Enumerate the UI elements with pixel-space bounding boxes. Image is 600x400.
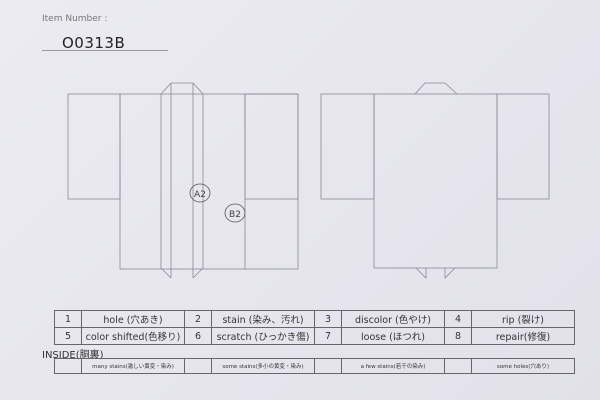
inside-checkbox-cell (314, 358, 342, 374)
legend-num: 8 (444, 327, 472, 345)
item-number-value: O0313B (62, 34, 126, 52)
legend-label: color shifted(色移り) (81, 327, 185, 345)
legend-num: 2 (184, 310, 212, 328)
inside-option-label: some holes(穴あり) (471, 358, 575, 374)
legend-num: 6 (184, 327, 212, 345)
annotation-circle-a2 (189, 183, 211, 203)
inside-checkbox-cell (184, 358, 212, 374)
legend-label: rip (裂け) (471, 310, 575, 328)
damage-legend-table: 1 hole (穴あき) 2 stain (染み、汚れ) 3 discolor … (54, 310, 575, 345)
inside-checkbox-cell (54, 358, 82, 374)
front-collar-top (160, 82, 204, 95)
inside-row: many stains(激しい黄変・染み) some stains(多小の黄変・… (54, 358, 575, 374)
back-left-sleeve (320, 93, 375, 200)
back-right-sleeve (496, 93, 550, 200)
legend-num: 3 (314, 310, 342, 328)
back-hem-tab-right (444, 267, 456, 279)
front-right-sleeve (244, 93, 299, 200)
item-number-underline (42, 50, 168, 51)
legend-num: 4 (444, 310, 472, 328)
annotation-a2: A2 (194, 190, 206, 200)
inside-section-title: INSIDE(胴裏) (42, 350, 104, 361)
back-collar (414, 82, 458, 95)
front-left-sleeve (67, 93, 121, 200)
legend-num: 1 (54, 310, 82, 328)
legend-label: discolor (色やけ) (341, 310, 445, 328)
inside-option-label: a few stains(若干の染み) (341, 358, 445, 374)
kimono-back (320, 82, 550, 279)
legend-row: 1 hole (穴あき) 2 stain (染み、汚れ) 3 discolor … (54, 310, 575, 328)
legend-label: stain (染み、汚れ) (211, 310, 315, 328)
item-number-label: Item Number : (42, 14, 108, 24)
legend-label: hole (穴あき) (81, 310, 185, 328)
legend-num: 7 (314, 327, 342, 345)
legend-label: loose (ほつれ) (341, 327, 445, 345)
front-body (119, 93, 299, 270)
annotation-b2: B2 (229, 210, 241, 220)
inside-option-label: many stains(激しい黄変・染み) (81, 358, 185, 374)
legend-row: 5 color shifted(色移り) 6 scratch (ひっかき傷) 7… (54, 327, 575, 345)
back-body (373, 93, 498, 269)
legend-label: scratch (ひっかき傷) (211, 327, 315, 345)
kimono-front: A2 B2 (67, 82, 299, 279)
annotation-circle-b2 (224, 203, 246, 223)
inside-condition-table: many stains(激しい黄変・染み) some stains(多小の黄変・… (54, 358, 575, 374)
legend-label: repair(修復) (471, 327, 575, 345)
back-hem-tab-left (415, 267, 427, 279)
inside-option-label: some stains(多小の黄変・染み) (211, 358, 315, 374)
legend-num: 5 (54, 327, 82, 345)
inside-checkbox-cell (444, 358, 472, 374)
